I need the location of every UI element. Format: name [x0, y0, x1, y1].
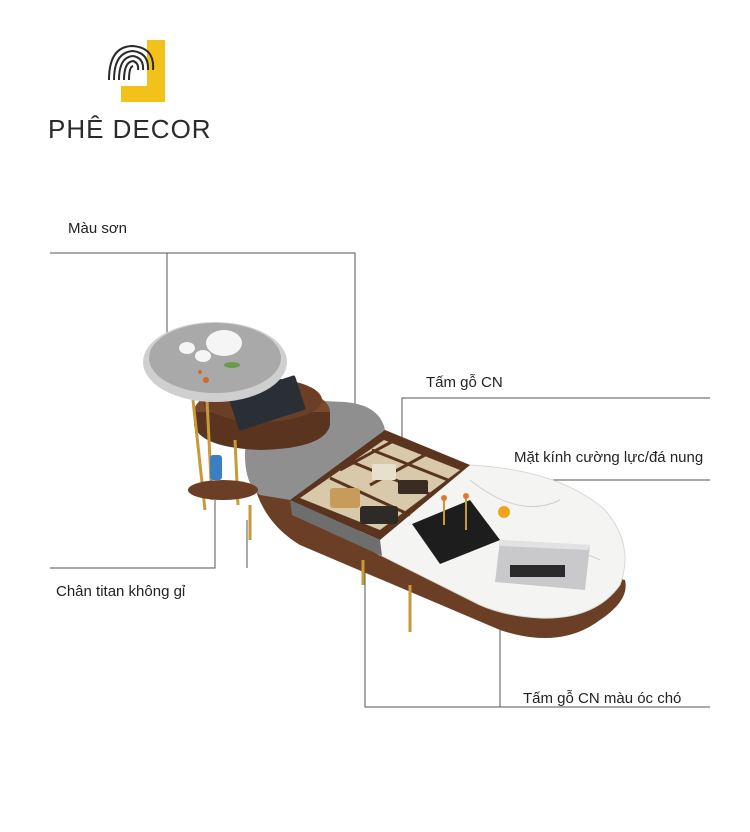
cup-icon — [179, 342, 195, 354]
bottle-icon — [210, 455, 222, 480]
callout-titanium-legs: Chân titan không gỉ — [56, 583, 186, 600]
callout-engineered-wood: Tấm gỗ CN — [426, 374, 503, 391]
coffee-table — [143, 322, 626, 638]
jar-icon — [330, 488, 360, 508]
callout-tempered-glass: Mặt kính cường lực/đá nung — [514, 449, 704, 466]
brand-logo: PHÊ DECOR — [48, 40, 228, 150]
cup-icon — [195, 350, 211, 362]
book-icon — [412, 500, 500, 564]
callout-walnut-wood: Tấm gỗ CN màu óc chó — [523, 690, 682, 707]
teapot-icon — [206, 330, 242, 356]
flower-icon — [498, 506, 510, 518]
callout-paint-color: Màu sơn — [68, 220, 128, 237]
brand-name: PHÊ DECOR — [48, 114, 212, 144]
fingerprint-logo-icon — [103, 40, 165, 102]
book-icon — [228, 375, 306, 431]
